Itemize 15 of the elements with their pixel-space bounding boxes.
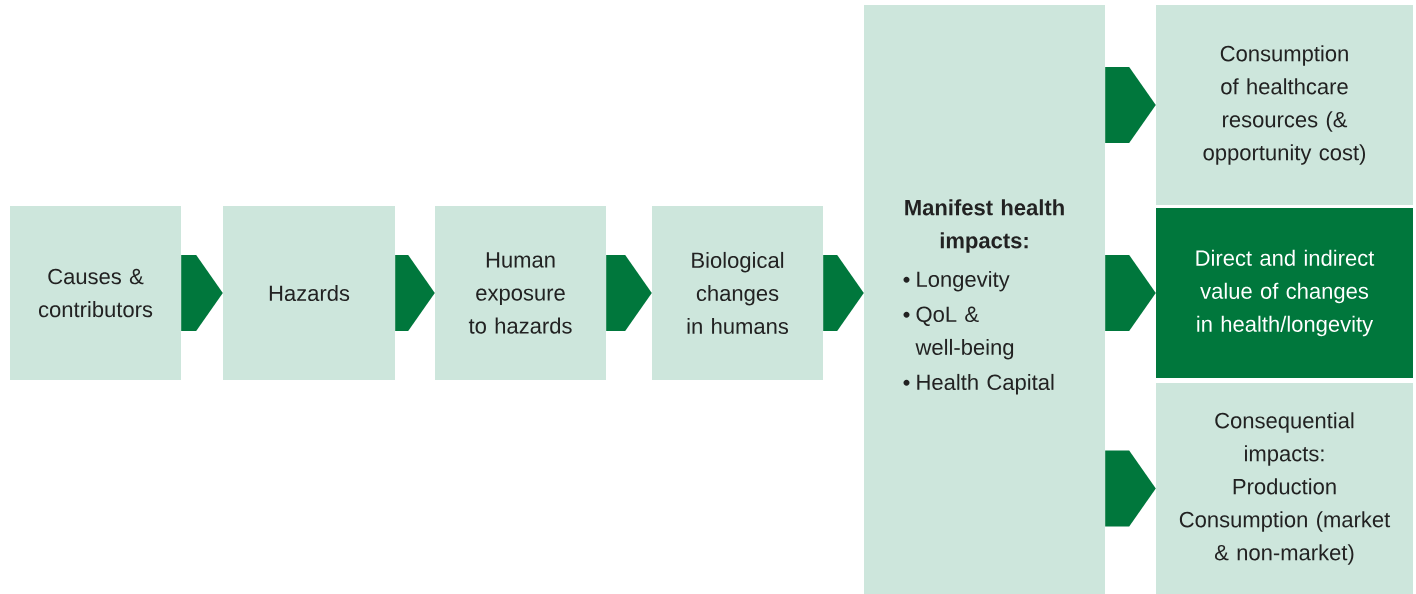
process-box: Consumption of healthcare resources (& opportunity cost): [1156, 5, 1413, 205]
process-box: Direct and indirect value of changes in health/longevity: [1156, 208, 1413, 378]
process-box: Causes & contributors: [10, 206, 181, 380]
chevron-arrow: [1105, 450, 1156, 527]
process-box: Hazards: [223, 206, 395, 380]
chevron-arrow: [1105, 67, 1156, 143]
chevron-arrow: [395, 255, 435, 331]
process-box: Biological changes in humans: [652, 206, 823, 380]
chevron-arrow: [606, 255, 652, 331]
chevron-arrow: [181, 255, 223, 331]
process-box: Human exposure to hazards: [435, 206, 606, 380]
impacts-box: Manifest health impacts: Longevity QoL & well-being Health Capital: [864, 5, 1105, 594]
chevron-arrow: [823, 255, 864, 331]
process-box: Consequential impacts: Production Consumption (market & non-market): [1156, 383, 1413, 594]
chevron-arrow: [1105, 255, 1156, 331]
